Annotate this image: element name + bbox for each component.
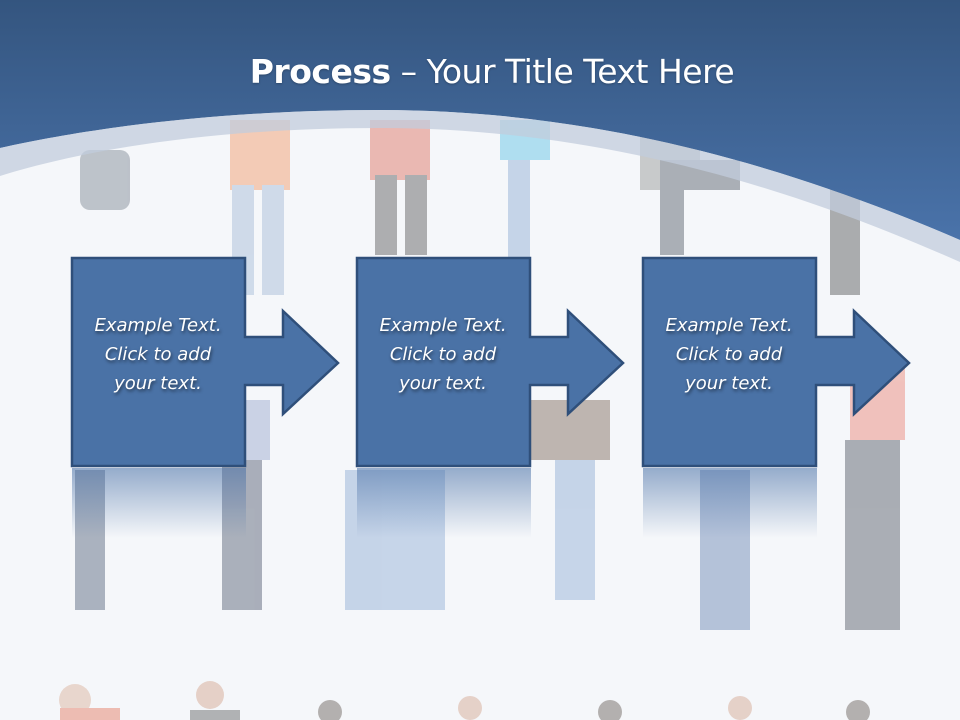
arrow-callout-shape xyxy=(70,256,340,468)
arrow-callout-shape xyxy=(641,256,911,468)
step-text: Example Text. Click to add your text. xyxy=(71,311,245,398)
step-2-reflection xyxy=(357,468,531,538)
process-step-2[interactable]: Example Text. Click to add your text. xyxy=(355,256,626,468)
step-text: Example Text. Click to add your text. xyxy=(356,311,530,398)
title-rest: – Your Title Text Here xyxy=(390,52,735,91)
step-text-line: Example Text. xyxy=(94,315,222,336)
process-step-3[interactable]: Example Text. Click to add your text. xyxy=(641,256,912,468)
arrow-callout-shape xyxy=(355,256,625,468)
step-text-line: Example Text. xyxy=(379,315,507,336)
title-bold: Process xyxy=(249,52,391,91)
process-step-1[interactable]: Example Text. Click to add your text. xyxy=(70,256,341,468)
step-1-reflection xyxy=(72,468,246,538)
step-text-line: Example Text. xyxy=(665,315,793,336)
step-text-line: Click to add xyxy=(104,344,212,365)
step-text-line: Click to add xyxy=(389,344,497,365)
step-text-line: your text. xyxy=(685,373,773,394)
step-text: Example Text. Click to add your text. xyxy=(642,311,816,398)
step-text-line: Click to add xyxy=(675,344,783,365)
slide-title[interactable]: Process – Your Title Text Here xyxy=(0,52,960,91)
step-3-reflection xyxy=(643,468,817,538)
step-text-line: your text. xyxy=(114,373,202,394)
step-text-line: your text. xyxy=(399,373,487,394)
